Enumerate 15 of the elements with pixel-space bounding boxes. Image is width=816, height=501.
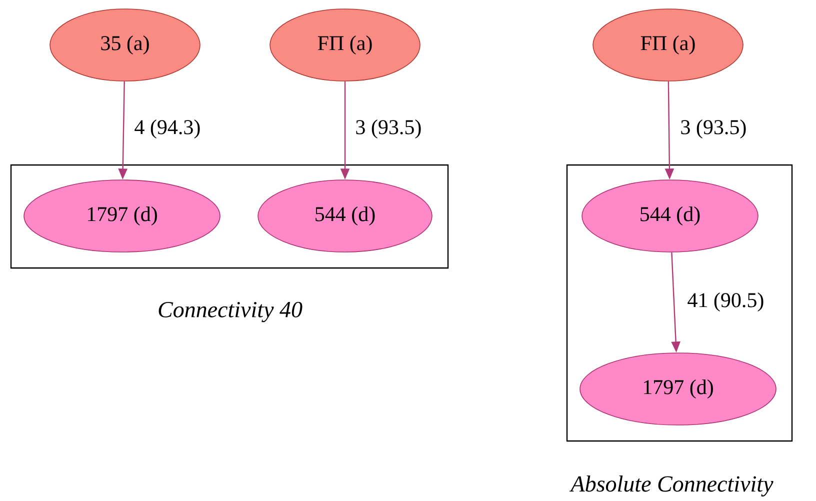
cluster-caption: Absolute Connectivity — [570, 476, 774, 496]
ellipse-node: FΠ (a) — [270, 8, 420, 82]
cluster-box — [10, 164, 449, 269]
ellipse-node: 1797 (d) — [580, 352, 776, 426]
edge-label: 3 (93.5) — [681, 119, 746, 139]
cluster-caption: Connectivity 40 — [158, 302, 302, 322]
edge-label: 41 (90.5) — [688, 292, 764, 312]
edge-label: 4 (94.3) — [134, 119, 200, 139]
ellipse-node: 35 (a) — [50, 8, 200, 82]
ellipse-node: 544 (d) — [582, 180, 758, 252]
cluster-box — [566, 164, 793, 442]
ellipse-node: FΠ (a) — [592, 8, 744, 82]
ellipse-node: 1797 (d) — [24, 180, 220, 252]
ellipse-node: 544 (d) — [258, 180, 432, 252]
edge-label: 3 (93.5) — [356, 119, 421, 139]
